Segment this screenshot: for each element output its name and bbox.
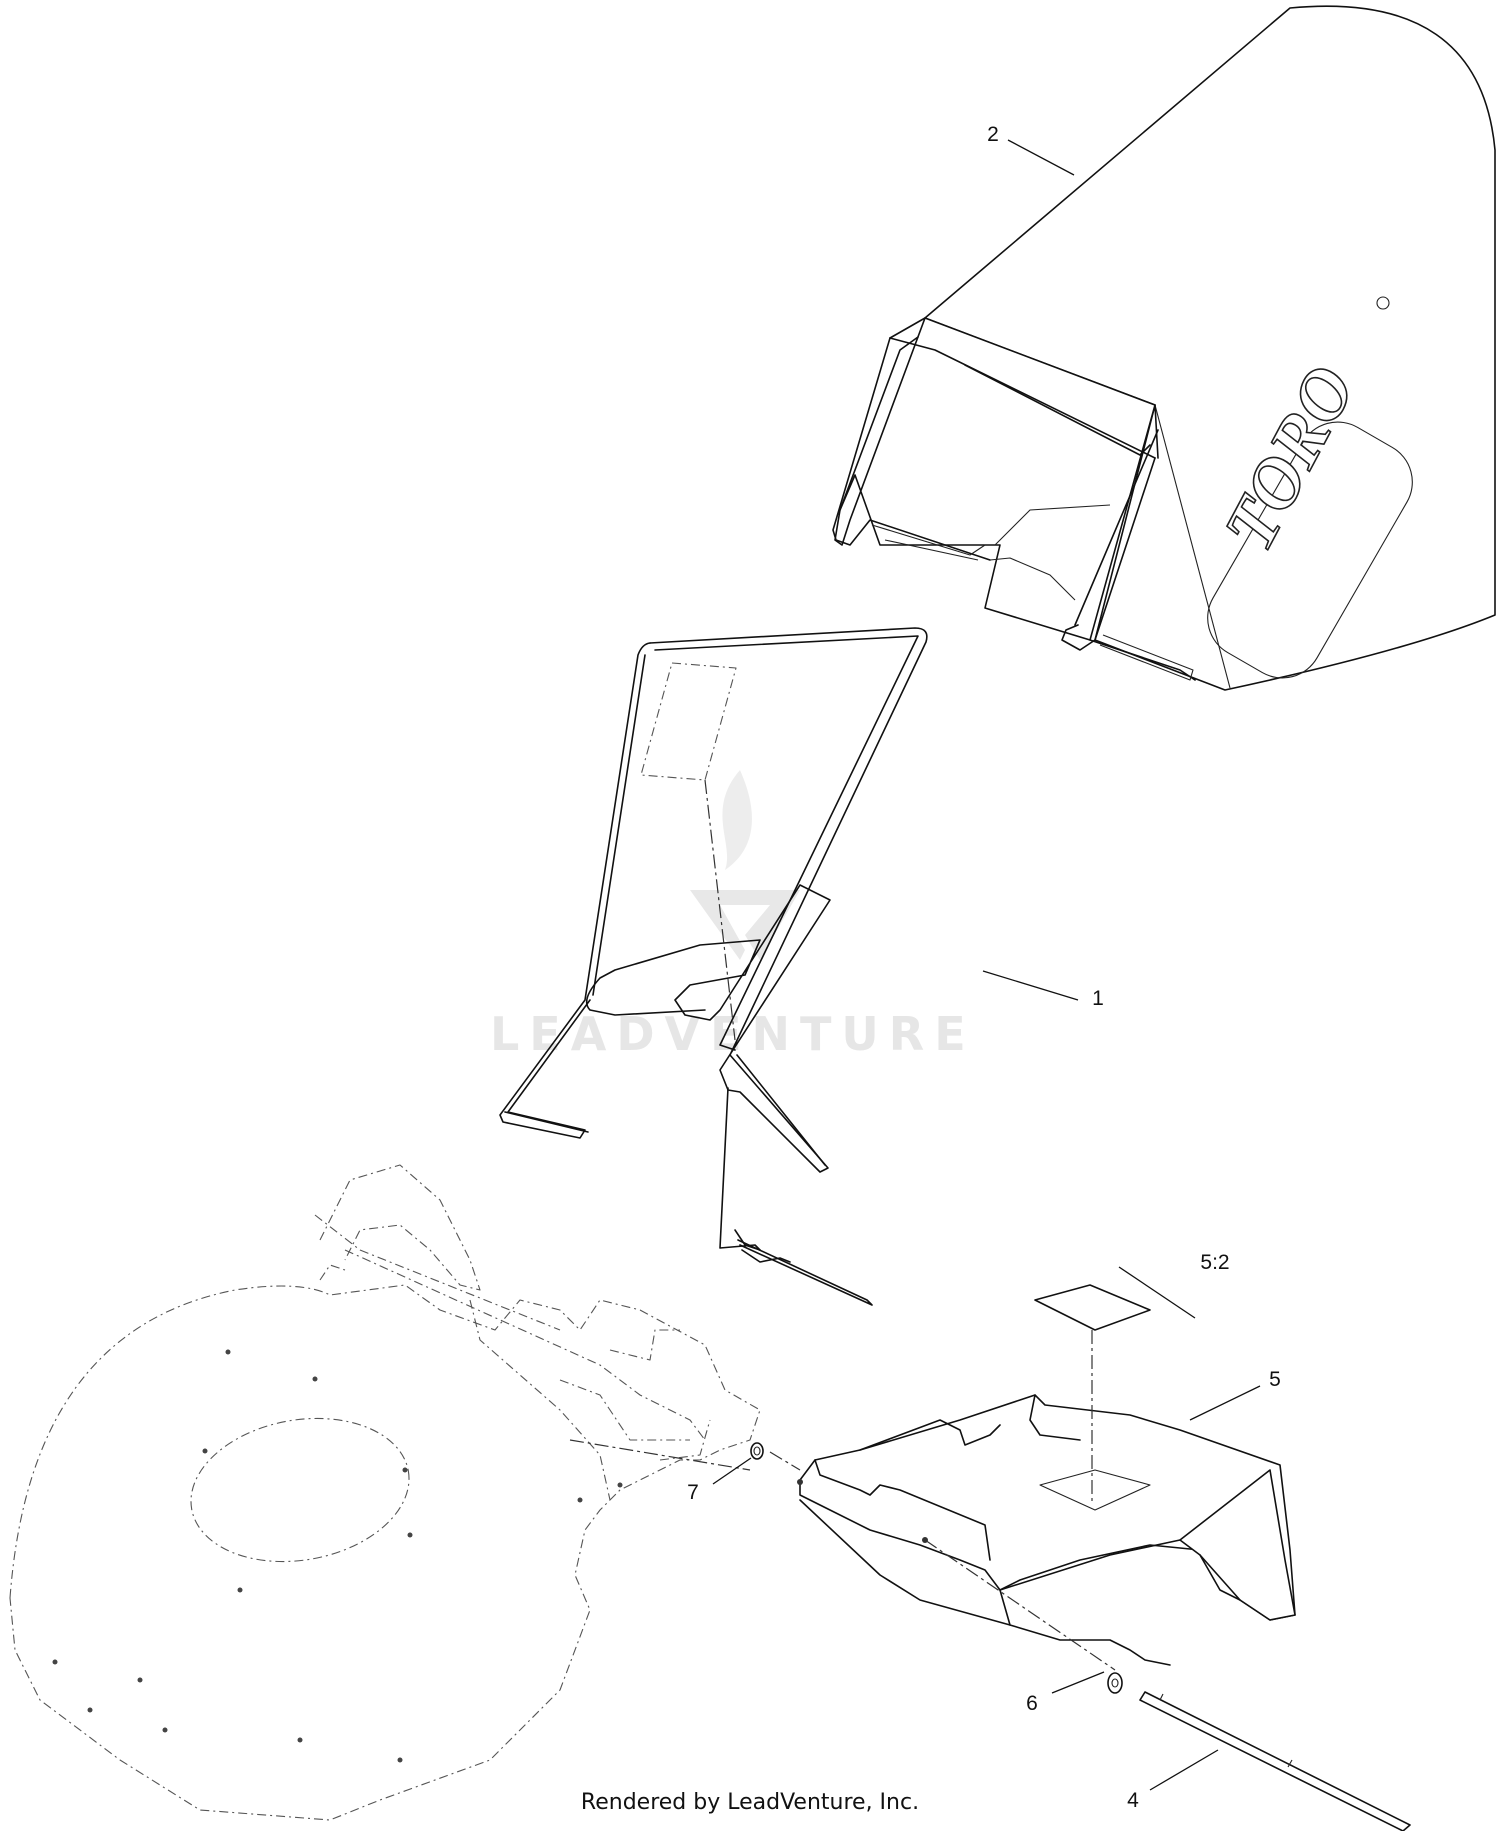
watermark-text: LEADVENTURE xyxy=(490,1007,976,1061)
callout-7: 7 xyxy=(687,1481,699,1504)
callout-4: 4 xyxy=(1127,1789,1139,1812)
deck-to-deflector-axis xyxy=(769,1451,801,1471)
callout-2: 2 xyxy=(987,123,999,146)
grass-bag: TORO xyxy=(832,5,1496,691)
hinge-rod-part-4 xyxy=(1139,1691,1411,1831)
mower-deck-phantom xyxy=(9,1164,761,1821)
callout-leaders xyxy=(712,139,1261,1791)
washer-part-6 xyxy=(1107,1672,1123,1694)
bag-frame xyxy=(499,627,928,1306)
decal-part-5-2 xyxy=(1034,1284,1151,1505)
callout-6: 6 xyxy=(1026,1692,1038,1715)
callout-5-2: 5:2 xyxy=(1200,1251,1229,1274)
callout-5: 5 xyxy=(1269,1368,1281,1391)
footer-credit: Rendered by LeadVenture, Inc. xyxy=(580,1790,920,1815)
deflector-part-5 xyxy=(797,1394,1296,1671)
callout-1: 1 xyxy=(1092,987,1104,1010)
leadventure-watermark: LEADVENTURE xyxy=(490,770,976,1061)
frame-decal xyxy=(640,662,737,1041)
bushing-part-7 xyxy=(750,1442,764,1460)
